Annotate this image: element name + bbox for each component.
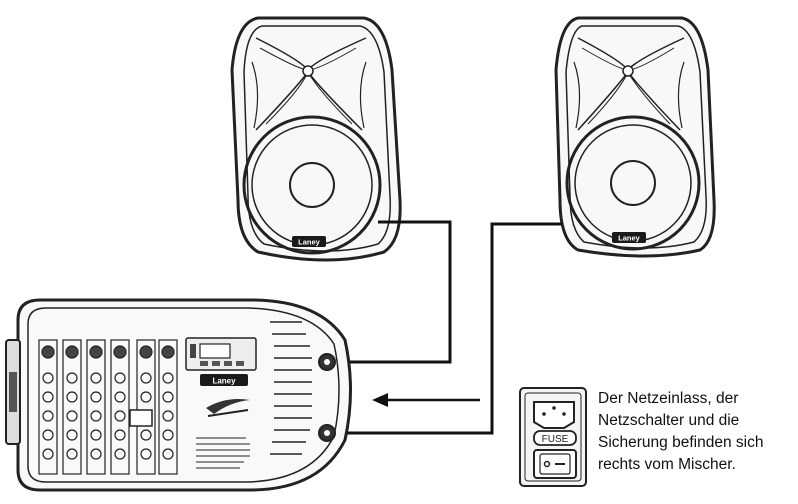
control-knob	[42, 391, 54, 403]
input-jack	[139, 345, 153, 359]
control-knob	[140, 372, 152, 384]
control-knob	[90, 429, 102, 441]
speaker-right-brand: Laney	[618, 234, 641, 243]
control-knob	[162, 391, 174, 403]
input-jack	[65, 345, 79, 359]
control-knob	[114, 410, 126, 422]
speaker-left	[230, 16, 402, 262]
control-knob	[90, 448, 102, 460]
horn-right	[573, 37, 685, 131]
fuse-label: FUSE	[542, 434, 569, 445]
control-knob	[114, 372, 126, 384]
mixer-channel-strips	[38, 339, 178, 475]
power-inlet-icon	[533, 401, 575, 429]
fuse-holder	[533, 430, 577, 446]
control-knob	[140, 448, 152, 460]
control-knob	[114, 429, 126, 441]
control-knob	[66, 372, 78, 384]
channel-strip	[136, 339, 156, 475]
control-knob	[140, 391, 152, 403]
control-knob	[90, 391, 102, 403]
mixer-rear-text	[196, 437, 250, 469]
woofer-left	[242, 115, 382, 255]
control-knob	[162, 372, 174, 384]
speaker-right	[554, 16, 716, 258]
horn-left	[251, 37, 367, 131]
caption-text: Der Netzeinlass, der Netzschalter und di…	[598, 388, 794, 476]
control-knob	[90, 372, 102, 384]
control-knob	[162, 410, 174, 422]
channel-strip	[110, 339, 130, 475]
input-jack	[161, 345, 175, 359]
control-knob	[114, 391, 126, 403]
mixer	[5, 298, 352, 492]
control-knob	[140, 429, 152, 441]
channel-strip	[62, 339, 82, 475]
channel-strip	[158, 339, 178, 475]
control-knob	[162, 429, 174, 441]
control-knob	[114, 448, 126, 460]
control-knob	[66, 429, 78, 441]
control-knob	[66, 391, 78, 403]
caption-line-2: Netzschalter und die	[598, 412, 740, 429]
control-knob	[162, 448, 174, 460]
channel-strip	[38, 339, 58, 475]
mixer-brand: Laney	[212, 377, 236, 386]
control-knob	[42, 448, 54, 460]
caption-line-4: rechts vom Mischer.	[598, 456, 736, 473]
cable-right-speaker	[330, 222, 562, 435]
cable-left-speaker	[330, 220, 452, 364]
caption-line-1: Der Netzeinlass, der	[598, 390, 739, 407]
control-knob	[66, 410, 78, 422]
mixer-logo-icon	[206, 399, 250, 417]
control-knob	[66, 448, 78, 460]
caption-line-3: Sicherung befinden sich	[598, 434, 764, 451]
input-jack	[89, 345, 103, 359]
input-jack	[41, 345, 55, 359]
channel-strip	[86, 339, 106, 475]
input-jack	[113, 345, 127, 359]
mixer-vents	[270, 321, 312, 455]
speaker-cables	[330, 220, 562, 435]
control-knob	[42, 410, 54, 422]
arrow-left-icon	[372, 393, 480, 407]
control-knob	[42, 372, 54, 384]
control-knob	[42, 429, 54, 441]
power-panel	[519, 387, 587, 487]
control-knob	[90, 410, 102, 422]
speaker-left-brand: Laney	[298, 238, 321, 247]
